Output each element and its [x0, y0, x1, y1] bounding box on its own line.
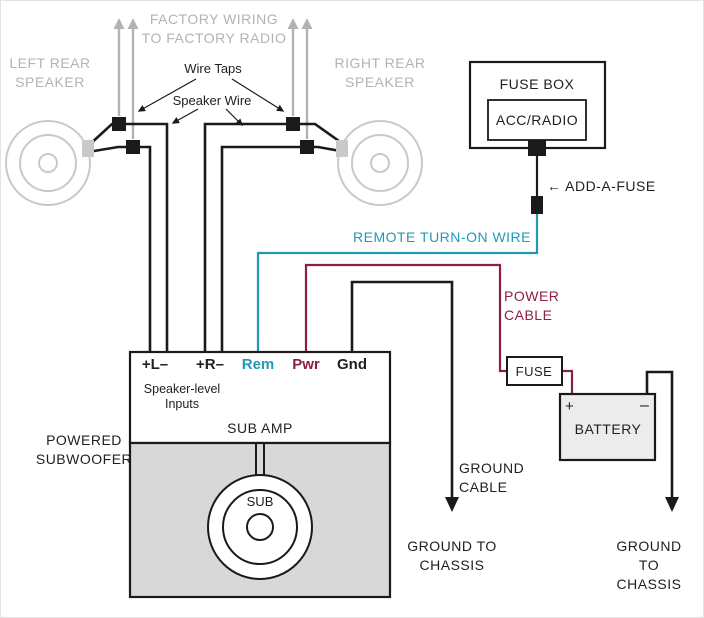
battery-box — [558, 392, 657, 462]
speaker-wires — [87, 122, 347, 352]
factory-wiring-label: FACTORY WIRING TO FACTORY RADIO — [141, 11, 287, 46]
ground-cable-label: GROUND CABLE — [459, 460, 525, 495]
acc-radio-label: ACC/RADIO — [495, 112, 579, 128]
amp-terminal-right-input: +R– — [196, 356, 224, 373]
battery-plus-terminal: + — [565, 398, 574, 415]
fuse-box-label: FUSE BOX — [499, 76, 575, 92]
left-speaker-terminal — [82, 140, 94, 157]
battery-ground-cable — [645, 370, 679, 512]
wire-taps-pointer-arrows — [137, 78, 285, 112]
factory-wiring-arrows-icon — [113, 18, 313, 139]
left-rear-speaker-label: LEFT REAR SPEAKER — [9, 55, 91, 90]
fuse-label: FUSE — [515, 364, 553, 379]
ground-to-chassis-right-label: GROUND TO CHASSIS — [616, 538, 682, 592]
speaker-level-inputs-label: Speaker-level Inputs — [143, 382, 221, 411]
right-rear-speaker-label: RIGHT REAR SPEAKER — [334, 55, 426, 90]
remote-turn-on-wire-label: REMOTE TURN-ON WIRE — [352, 229, 532, 245]
sub-amp-label: SUB AMP — [227, 420, 293, 436]
power-cable-wire — [304, 263, 507, 373]
battery-label: BATTERY — [574, 421, 642, 437]
powered-subwoofer-label: POWERED SUBWOOFER — [35, 432, 133, 467]
inline-fuse — [506, 356, 563, 386]
amp-to-sub-leads — [255, 443, 265, 478]
add-a-fuse-label: ← ADD-A-FUSE — [547, 178, 656, 194]
right-rear-speaker-icon — [337, 120, 423, 206]
add-a-fuse-icon — [531, 196, 543, 214]
power-cable-label: POWER CABLE — [504, 288, 560, 323]
subwoofer-driver-icon — [207, 474, 313, 580]
amp-terminal-ground: Gnd — [337, 356, 367, 373]
fuse-tap-icon — [528, 140, 546, 156]
sub-label: SUB — [246, 494, 274, 509]
power-cable-fuse-to-battery — [562, 369, 574, 395]
wire-tap-icons — [112, 117, 314, 154]
ground-to-chassis-left-label: GROUND TO CHASSIS — [407, 538, 497, 573]
acc-radio-slot — [487, 99, 587, 141]
speaker-wire-pointer-arrows — [171, 108, 244, 127]
amp-ground-cable — [350, 280, 459, 512]
left-rear-speaker-icon — [5, 120, 91, 206]
amp-terminal-power: Pwr — [292, 356, 320, 373]
speaker-wire-label: Speaker Wire — [172, 93, 252, 108]
wire-taps-label: Wire Taps — [184, 61, 242, 76]
amp-terminal-remote: Rem — [241, 356, 275, 373]
battery-minus-terminal: – — [640, 397, 649, 414]
remote-turn-on-wire — [256, 214, 539, 352]
amp-terminal-left-input: +L– — [141, 356, 169, 373]
right-speaker-terminal — [336, 140, 348, 157]
